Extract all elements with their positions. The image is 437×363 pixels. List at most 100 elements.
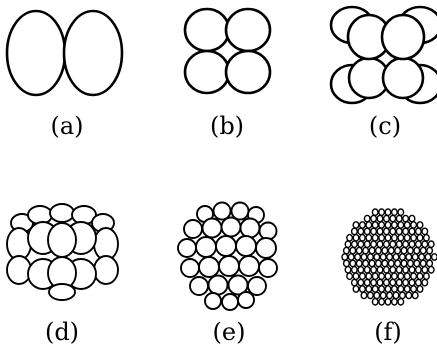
blastula-cell [353,273,359,279]
blastula-cell [377,241,383,247]
blastula-cell [416,267,422,273]
blastula-cell [385,235,391,241]
blastula-cell [374,254,380,260]
blastula-cell [411,273,417,279]
blastula-cell [353,222,359,228]
blastula-cell [366,273,372,279]
label-f: (f) [374,318,402,346]
blastula-cell [372,209,378,215]
blastula-cell [412,254,418,260]
blastula-cell [417,273,423,279]
blastula-cell [372,286,378,292]
blastula-cell [363,247,369,253]
blastula-cell [401,247,407,253]
blastula-cell [398,209,404,215]
blastula-cell [361,254,367,260]
blastula-cell [364,215,370,221]
blastula-cell [403,279,409,285]
blastula-cell [355,254,361,260]
blastula-cell [361,292,367,298]
blastula-cell [417,222,423,228]
blastula-cell [358,279,364,285]
blastula-cell [387,292,393,298]
label-c: (c) [369,112,401,140]
blastula-cell [377,215,383,221]
blastula-cell [390,215,396,221]
blastula-cell [379,209,385,215]
blastula-cell [390,241,396,247]
blastula-cell [403,267,409,273]
blastula-cell [411,235,417,241]
blastula-cell [360,235,366,241]
blastula-cell [379,222,385,228]
blastula-cell [384,279,390,285]
blastula-cell [428,241,434,247]
blastula-cell [406,254,412,260]
blastula-cell [356,260,362,266]
blastula-cell [396,241,402,247]
blastula-cell [422,279,428,285]
blastula-cell [390,279,396,285]
blastula-cell [384,267,390,273]
blastula-cell [363,260,369,266]
blastula-cell [377,279,383,285]
blastula-cell [360,286,366,292]
blastula-cell [396,279,402,285]
blastula-cell [372,299,378,305]
blastula-cell [398,235,404,241]
blastula-cell [419,254,425,260]
blastula-cell [369,247,375,253]
blastula-cell [432,254,437,260]
blastula-embryo [342,209,437,305]
blastula-cell [366,235,372,241]
blastula-cell [412,292,418,298]
blastula-cell [393,292,399,298]
blastula-cell [427,260,433,266]
label-e: (e) [213,318,246,346]
blastula-cell [411,222,417,228]
blastula-cell [425,254,431,260]
blastula-cell [350,247,356,253]
blastula-cell [372,273,378,279]
panel-d: (d) [7,204,118,346]
blastula-cell [417,286,423,292]
blastula-cell [398,286,404,292]
blastula-cell [398,273,404,279]
blastula-cell [374,292,380,298]
blastula-cell [417,235,423,241]
blastula-cell [400,292,406,298]
blastula-cell [428,267,434,273]
two-cell-embryo [7,11,122,95]
blastula-cell [398,299,404,305]
panel-a: (a) [7,11,122,140]
label-a: (a) [50,112,83,140]
blastula-cell [390,228,396,234]
blastula-cell [385,209,391,215]
blastula-cell [422,267,428,273]
blastula-cell [409,279,415,285]
blastula-cell [385,299,391,305]
blastula-cell [358,228,364,234]
blastula-cell [384,228,390,234]
blastula-cell [420,247,426,253]
blastula-cell [358,267,364,273]
sixteen-cell-embryo [7,204,118,300]
blastula-cell [393,254,399,260]
blastula-cell [422,241,428,247]
blastula-cell [352,279,358,285]
blastula-cell [385,222,391,228]
blastula-cell [395,247,401,253]
blastula-cell [364,241,370,247]
blastula-cell [360,222,366,228]
blastula-cell [380,292,386,298]
blastula-cell [403,241,409,247]
panel-f: (f) [342,209,437,346]
blastula-cell [395,260,401,266]
blastula-cell [384,215,390,221]
blastula-cell [358,241,364,247]
blastula-cell [382,260,388,266]
blastula-cell [404,273,410,279]
panel-c: (c) [331,7,437,140]
blastula-cell [347,273,353,279]
